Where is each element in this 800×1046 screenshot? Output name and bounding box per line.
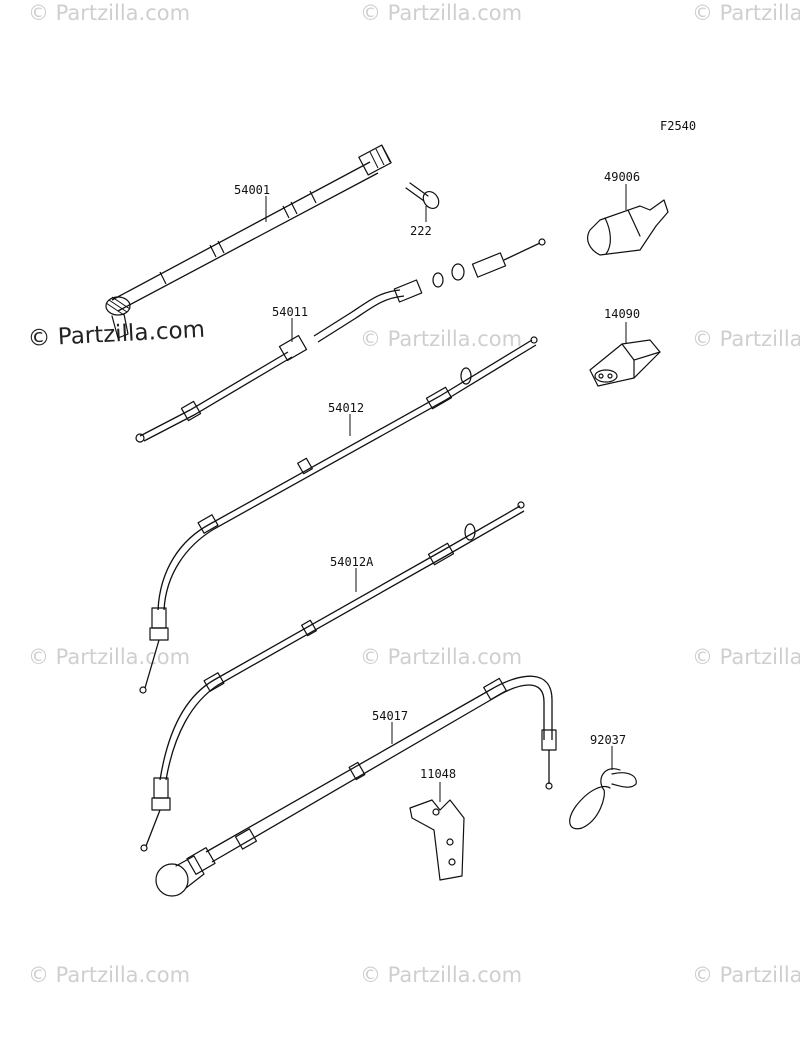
watermark: © Partzilla.com (360, 1, 522, 25)
part-54012-cable[interactable] (139, 336, 538, 694)
part-11048-bracket[interactable] (409, 799, 465, 881)
part-number-92037: 92037 (590, 733, 626, 747)
watermark: © Partzilla.com (692, 963, 800, 987)
part-54012a-cable[interactable] (140, 501, 525, 852)
part-92037-clamp[interactable] (569, 768, 637, 830)
part-number-54012a: 54012A (330, 555, 374, 569)
watermark: © Partzilla.com (360, 645, 522, 669)
watermark: © Partzilla.com (692, 1, 800, 25)
diagram-code: F2540 (660, 119, 696, 133)
part-number-54001: 54001 (234, 183, 270, 197)
watermark: © Partzilla.com (692, 327, 800, 351)
watermark: © Partzilla.com (28, 963, 190, 987)
watermark: © Partzilla.com (360, 327, 522, 351)
watermark: © Partzilla.com (360, 963, 522, 987)
part-14090-cap[interactable] (589, 339, 661, 387)
part-54011-cable[interactable] (135, 238, 546, 443)
watermark: © Partzilla.com (28, 1, 190, 25)
part-number-11048: 11048 (420, 767, 456, 781)
part-number-54012: 54012 (328, 401, 364, 415)
watermark-main: © Partzilla.com (27, 317, 206, 352)
part-number-54017: 54017 (372, 709, 408, 723)
watermark-grid: © Partzilla.com © Partzilla.com © Partzi… (28, 1, 800, 987)
part-number-222: 222 (410, 224, 432, 238)
part-222-screw[interactable] (405, 182, 442, 211)
part-54017-cable[interactable] (155, 675, 557, 897)
part-49006-boot[interactable] (587, 199, 669, 256)
part-number-14090: 14090 (604, 307, 640, 321)
part-number-54011: 54011 (272, 305, 308, 319)
part-number-49006: 49006 (604, 170, 640, 184)
watermark: © Partzilla.com (692, 645, 800, 669)
part-54001-cable[interactable] (105, 144, 392, 339)
watermark: © Partzilla.com (28, 645, 190, 669)
